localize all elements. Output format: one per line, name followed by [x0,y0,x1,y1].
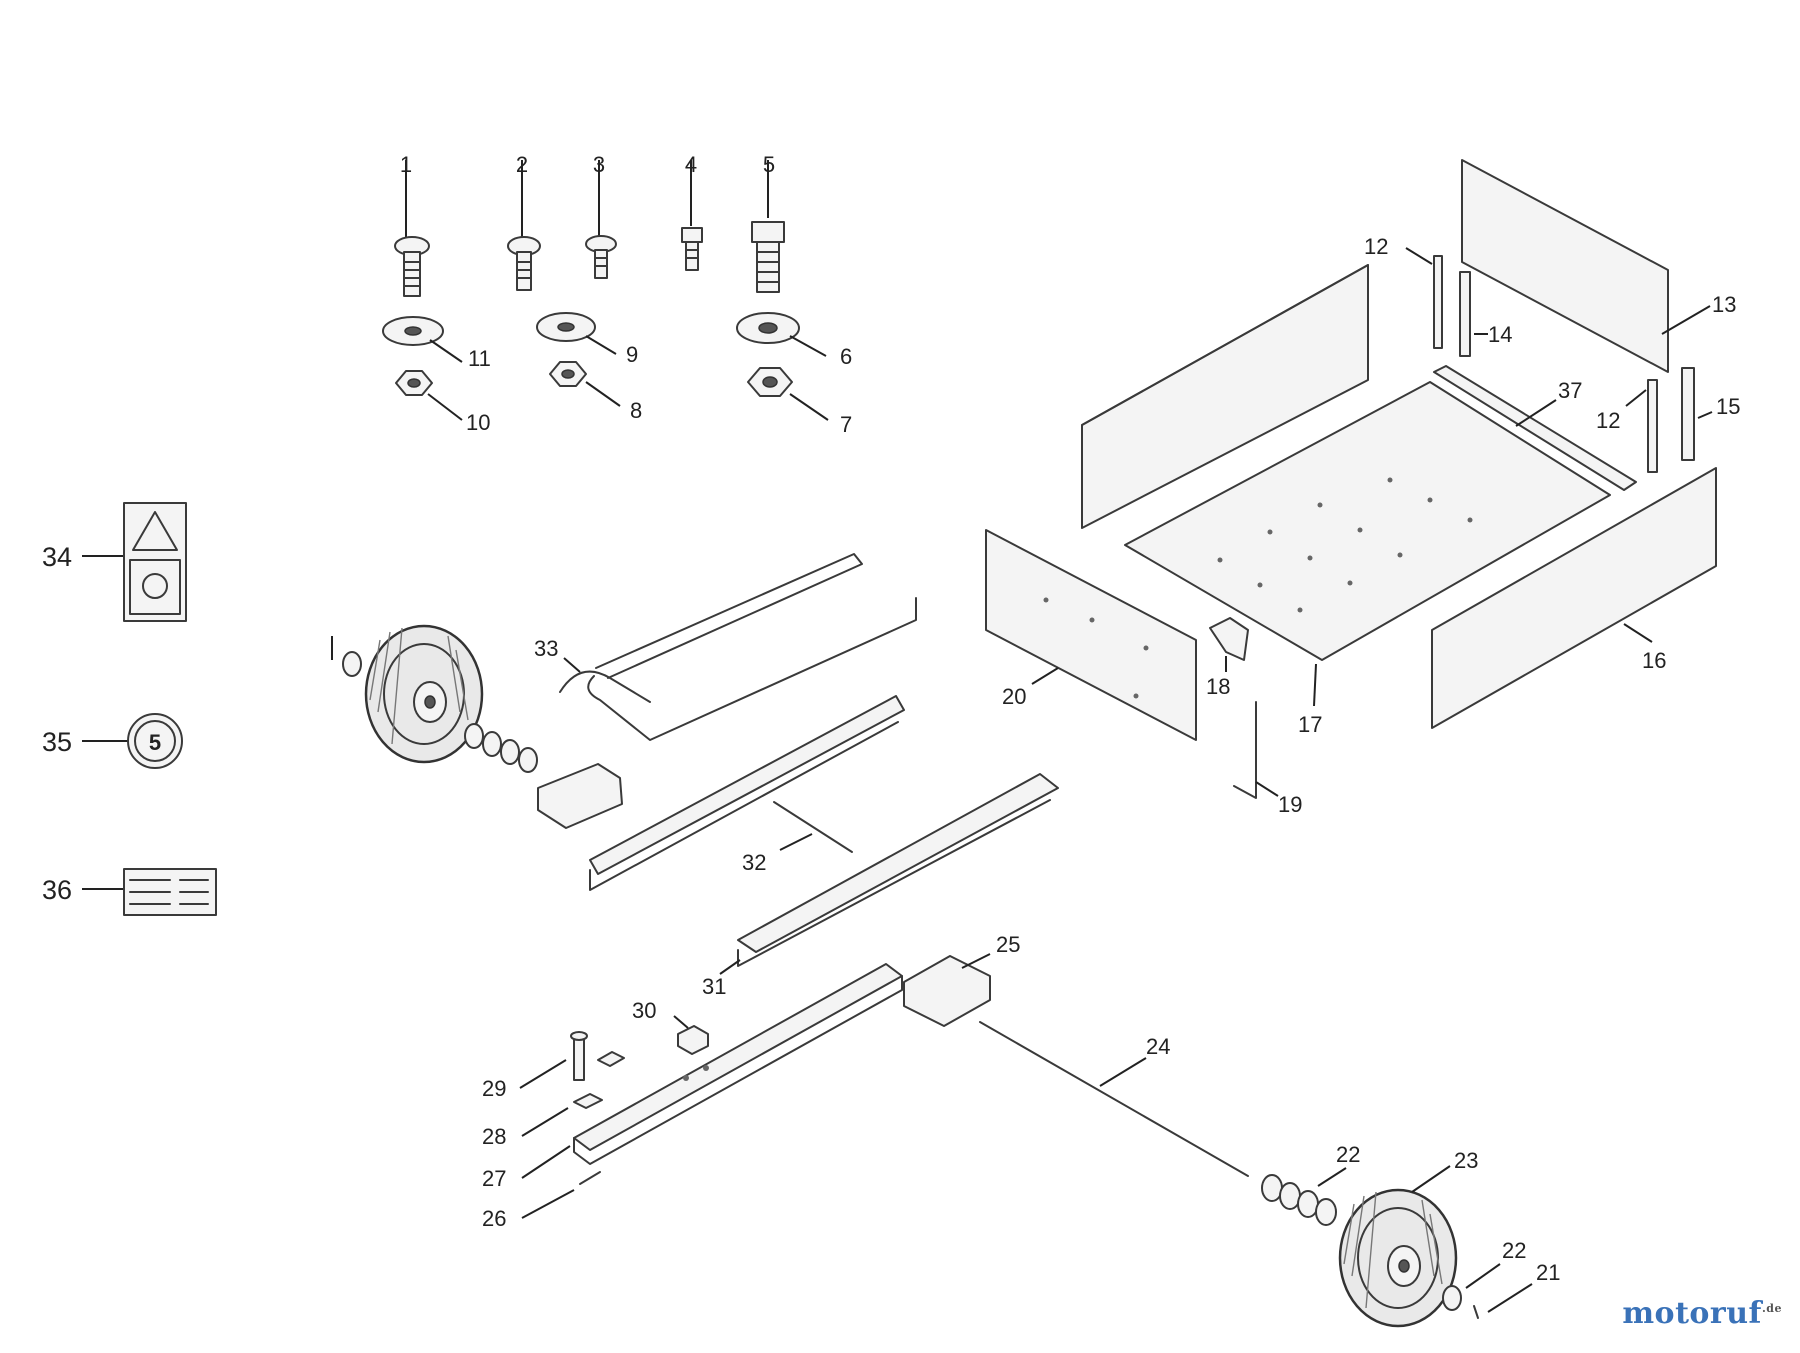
callout-20: 20 [1002,684,1026,709]
side-panel-16 [1431,467,1717,729]
hex-bolt-5 [751,160,785,293]
callout-14: 14 [1488,322,1512,347]
callout-3: 3 [593,152,605,177]
callout-9: 9 [626,342,638,367]
clip-28 [521,1051,625,1137]
axle-24 [979,1021,1249,1177]
rating-plate-36 [82,868,217,916]
callout-30: 30 [632,998,656,1023]
floor-panel-17 [1124,381,1611,707]
callout-36: 36 [42,875,72,905]
callout-1: 1 [400,152,412,177]
callout-31: 31 [702,974,726,999]
spacers-right [1261,1167,1347,1226]
callout-5: 5 [763,152,775,177]
callout-22-upper: 22 [1336,1142,1360,1167]
channel-31 [719,773,1059,975]
callout-7: 7 [840,412,852,437]
screw-4 [681,160,703,271]
post-15 [1681,367,1713,461]
bolt-1 [394,160,430,297]
callout-27: 27 [482,1166,506,1191]
callout-26: 26 [482,1206,506,1231]
front-panel-20 [985,529,1197,741]
carriage-bolt-3 [585,160,617,279]
axle-bracket-25 [903,953,991,1027]
callout-16: 16 [1642,648,1666,673]
hub-nut-right [1442,1263,1501,1311]
washer-6 [736,312,827,357]
callout-21: 21 [1536,1260,1560,1285]
callout-32: 32 [742,850,766,875]
callout-37: 37 [1558,378,1582,403]
post-12-rear [1405,247,1443,349]
speed-decal-35: 5 [82,713,183,769]
wheel-left [364,624,484,764]
callout-4: 4 [685,152,697,177]
side-panel-rear [1081,264,1369,529]
callout-12-front: 12 [1596,408,1620,433]
washer-9 [536,312,617,355]
callout-35: 35 [42,727,72,757]
site-watermark: motoruf.de [1622,1296,1782,1331]
callout-34: 34 [42,542,72,572]
callout-33: 33 [534,636,558,661]
bolt-29 [519,1031,588,1089]
pin-26 [521,1171,601,1219]
callout-15: 15 [1716,394,1740,419]
callout-10: 10 [466,410,490,435]
callout-24: 24 [1146,1034,1170,1059]
callout-25: 25 [996,932,1020,957]
nut-7 [747,367,829,421]
rear-panel-13 [1461,159,1711,373]
hub-nut-left [331,636,362,677]
callout-6: 6 [840,344,852,369]
callout-12-rear: 12 [1364,234,1388,259]
post-12-front [1625,379,1658,473]
post-14 [1459,271,1488,357]
watermark-tld: .de [1761,1302,1782,1315]
crossbar-32 [773,801,853,853]
bracket-small [537,763,623,829]
callout-29: 29 [482,1076,506,1101]
watermark-brand: motoruf [1622,1296,1762,1331]
nut-10 [395,370,463,421]
callout-23: 23 [1454,1148,1478,1173]
callout-labels: 1 2 3 4 5 11 9 6 10 8 7 12 13 14 37 12 1… [42,152,1740,1285]
callout-18: 18 [1206,674,1230,699]
callout-22-lower: 22 [1502,1238,1526,1263]
speed-decal-label: 5 [149,730,161,755]
cotter-pin-21 [1473,1283,1533,1319]
callout-8: 8 [630,398,642,423]
callout-17: 17 [1298,712,1322,737]
washer-11 [382,316,463,363]
callout-11: 11 [468,346,491,371]
callout-2: 2 [516,152,528,177]
callout-19: 19 [1278,792,1302,817]
rail-37 [1433,365,1637,491]
bracket-18 [1209,617,1249,672]
carriage-bolt-2 [507,160,541,291]
drawbar-27 [521,963,903,1179]
latch-rod-19 [1233,701,1279,799]
spacers-left [464,723,538,773]
nut-30 [673,1015,709,1055]
channel-upper [589,695,905,891]
handle-33 [559,553,917,741]
nut-8 [549,361,621,407]
warning-decal-34 [82,502,187,622]
callout-13: 13 [1712,292,1736,317]
callout-28: 28 [482,1124,506,1149]
wheel-right [1338,1165,1458,1328]
